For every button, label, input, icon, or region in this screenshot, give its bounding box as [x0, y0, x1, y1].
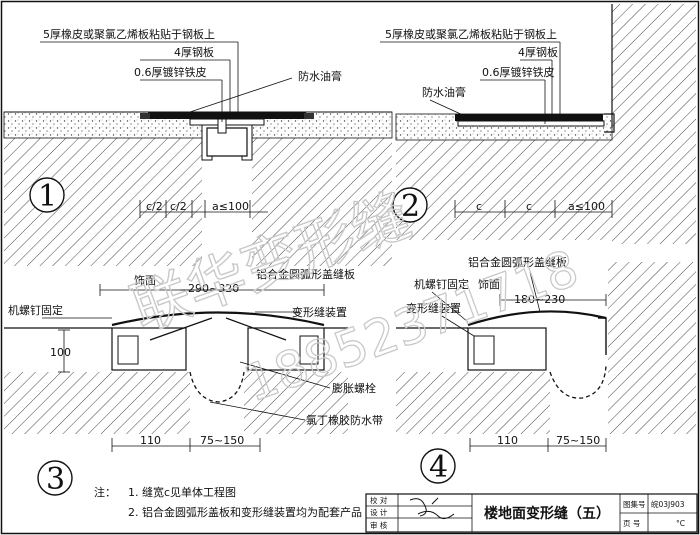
dim-gap-4: 75~150	[556, 434, 600, 447]
detail-3: 饰面 铝合金圆弧形盖缝板 290~320 机螺钉固定 变形缝装置 100 膨胀螺…	[4, 267, 383, 497]
detail-number-2: 2	[401, 189, 420, 224]
page-label: 页 号	[623, 519, 640, 528]
dim-base-width: 110	[140, 434, 161, 447]
angle-plate	[604, 113, 615, 133]
label-expansion-bolt: 膨胀螺栓	[332, 381, 376, 395]
callout-galvanized-2: 0.6厚镀锌铁皮	[482, 65, 555, 79]
note-1: 1. 缝宽c见单体工程图	[128, 485, 236, 499]
base-frame-4	[467, 327, 547, 371]
drawing-title: 楼地面变形缝（五）	[484, 505, 610, 522]
callout-sealant-2: 防水油膏	[422, 85, 466, 99]
label-screw-fix-4: 机螺钉固定	[414, 277, 469, 291]
dim-c-half-2: c/2	[170, 200, 187, 213]
label-cover-plate-4: 铝合金圆弧形盖缝板	[468, 255, 567, 269]
slab-4	[396, 372, 550, 434]
dim-a: a≤100	[212, 200, 249, 213]
detail-number-4: 4	[429, 450, 448, 485]
callout-sealant: 防水油膏	[298, 69, 342, 83]
dim-c-1: c	[476, 200, 482, 213]
role-reviewer: 审 核	[370, 520, 388, 530]
waterproof-band	[189, 371, 245, 403]
detail-number-circle	[29, 177, 65, 213]
detail-number: 1	[38, 179, 57, 214]
role-checker: 校 对	[370, 495, 388, 505]
detail-number-circle-4	[420, 448, 456, 484]
dim-a-2: a≤100	[568, 200, 605, 213]
base-frame-left	[111, 327, 187, 371]
callout-steel-2: 4厚钢板	[518, 45, 558, 59]
slab-3-left	[4, 372, 190, 434]
steel-plate	[189, 118, 265, 126]
wall-4	[608, 262, 696, 434]
label-joint-device: 变形缝装置	[292, 305, 347, 319]
label-finish: 饰面	[134, 273, 156, 287]
callout-rubber: 5厚橡皮或聚氯乙烯板粘贴于钢板上	[43, 27, 215, 41]
callout-steel: 4厚钢板	[174, 45, 214, 59]
signature	[409, 497, 455, 520]
page-value: °C	[676, 519, 685, 528]
role-designer: 设 计	[370, 507, 388, 517]
atlas-number: 皖03J903	[651, 499, 685, 509]
label-cover-plate: 铝合金圆弧形盖缝板	[256, 267, 355, 281]
dim-c-2: c	[526, 200, 532, 213]
slab-3-right	[244, 372, 348, 434]
label-finish-4: 饰面	[478, 277, 500, 291]
callout-galvanized: 0.6厚镀锌铁皮	[134, 65, 207, 79]
note-2: 2. 铝合金圆弧形盖板和变形缝装置均为配套产品	[128, 505, 362, 519]
detail-1: 5厚橡皮或聚氯乙烯板粘贴于钢板上 4厚钢板 0.6厚镀锌铁皮 防水油膏 c/2 …	[3, 27, 393, 266]
sealant-blob	[140, 113, 150, 119]
label-joint-device-4: 变形缝装置	[406, 301, 461, 315]
dim-cover-width: 290~320	[188, 282, 239, 295]
detail-number-circle-3	[37, 460, 73, 496]
wall	[612, 4, 696, 244]
callout-rubber-2: 5厚橡皮或聚氯乙烯板粘贴于钢板上	[385, 27, 557, 41]
rubber-sheet-2	[455, 114, 603, 121]
rubber-sheet	[148, 112, 306, 119]
title-block: 校 对 设 计 审 核 楼地面变形缝（五） 图集号 皖03J903 页 号 °C	[365, 493, 698, 533]
dim-base-width-4: 110	[497, 434, 518, 447]
detail-2: 5厚橡皮或聚氯乙烯板粘贴于钢板上 4厚钢板 0.6厚镀锌铁皮 防水油膏 c c …	[380, 4, 696, 244]
base-frame-right	[247, 327, 325, 371]
atlas-label: 图集号	[623, 499, 646, 509]
detail-number-3: 3	[46, 462, 65, 497]
waterproof-band-4	[549, 365, 607, 399]
detail-number-circle-2	[392, 187, 428, 223]
dim-c-half-1: c/2	[146, 200, 163, 213]
slab-2	[396, 140, 612, 240]
steel-plate-2	[457, 120, 605, 127]
detail-4: 铝合金圆弧形盖缝板 机螺钉固定 饰面 180~230 变形缝装置 110 75~…	[396, 255, 696, 485]
notes-block: 注： 1. 缝宽c见单体工程图 2. 铝合金圆弧形盖板和变形缝装置均为配套产品	[94, 485, 362, 519]
arched-cover-plate-4	[467, 310, 607, 327]
dim-cover-width-4: 180~230	[514, 293, 565, 306]
label-rubber-band: 氯丁橡胶防水带	[306, 413, 383, 427]
arched-cover-plate	[111, 311, 325, 327]
dim-gap: 75~150	[200, 434, 244, 447]
slab-right	[252, 138, 392, 266]
notes-prefix: 注：	[94, 485, 116, 499]
dim-height: 100	[50, 346, 71, 359]
label-screw-fix: 机螺钉固定	[8, 303, 63, 317]
